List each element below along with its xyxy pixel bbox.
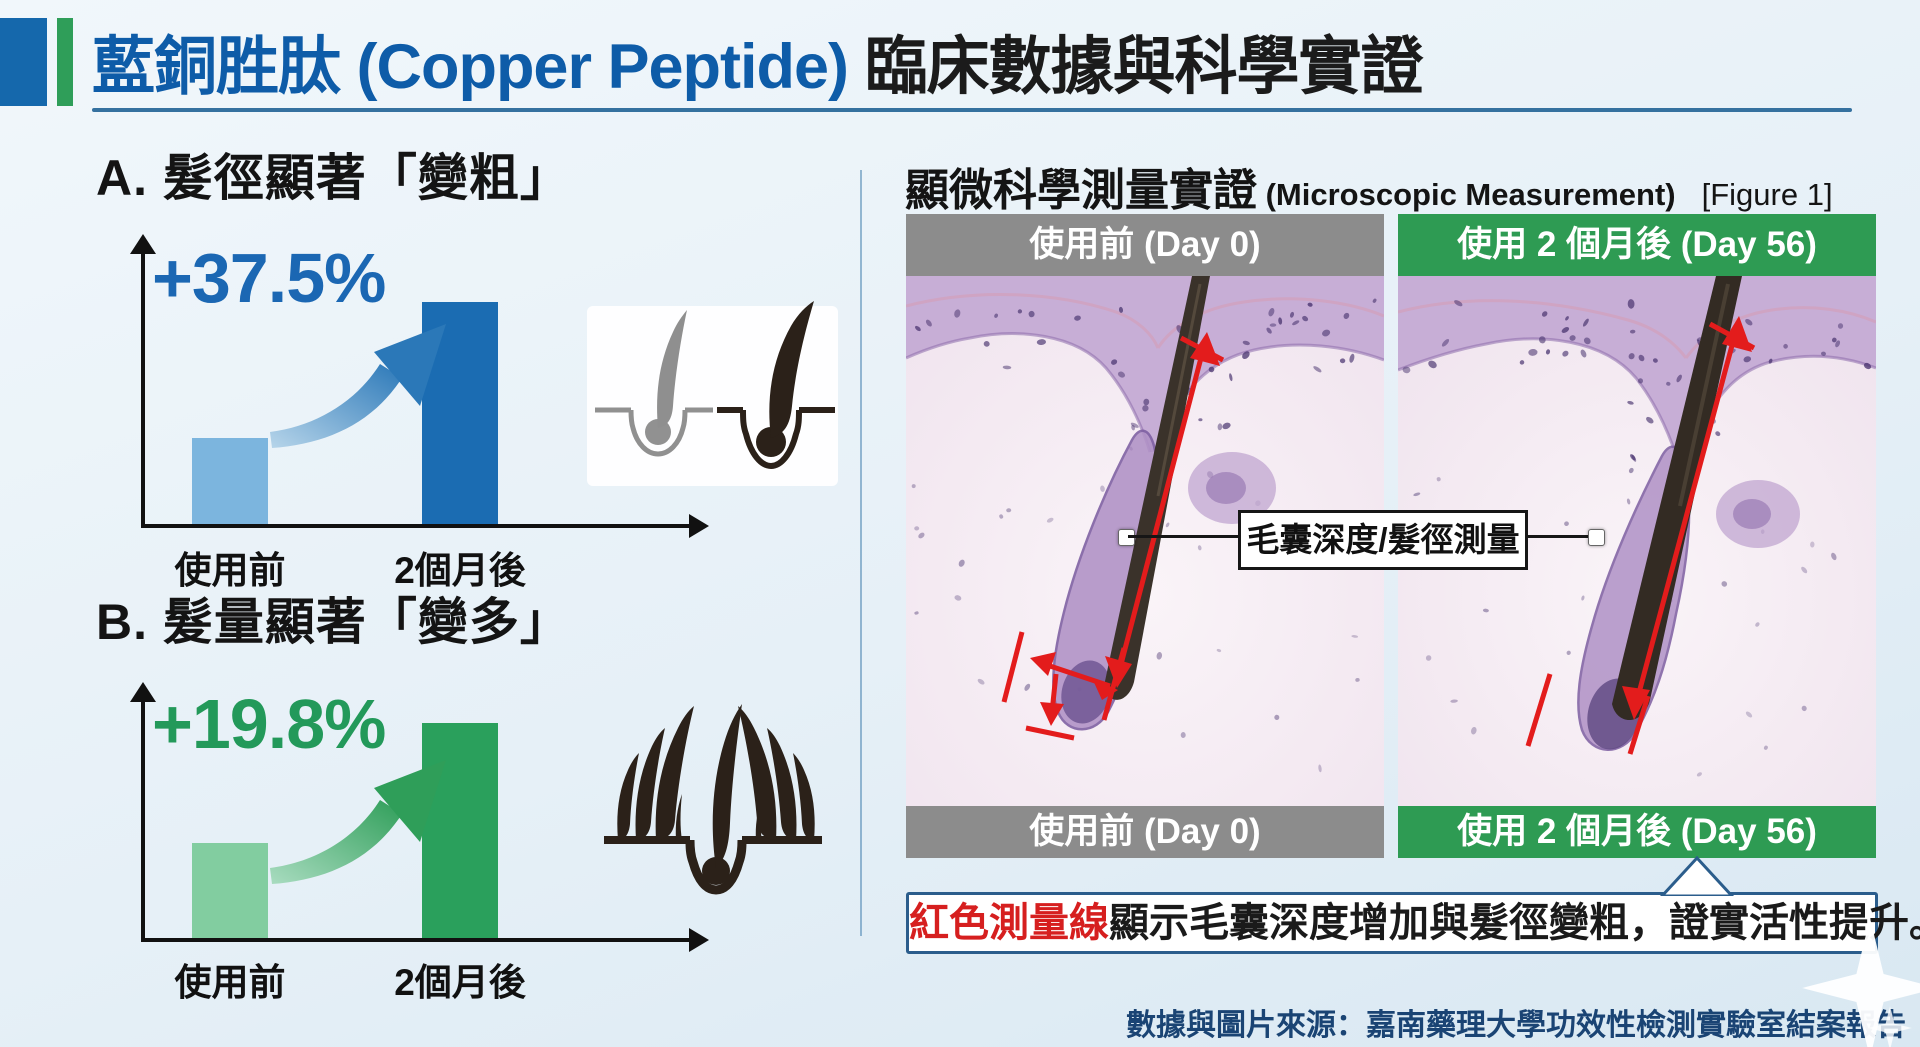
chart-b-x-axis-arrow-icon <box>689 928 709 952</box>
thick-follicle-icon <box>717 301 835 470</box>
measurement-lines-red <box>1525 316 1756 755</box>
panel-before-top-caption: 使用前 (Day 0) <box>906 214 1384 276</box>
chart-b-y-axis <box>141 700 145 942</box>
measure-label: 毛囊深度/髮徑測量 <box>1238 510 1528 570</box>
microscopy-heading-zh: 顯微科學測量實證 <box>905 166 1257 215</box>
hair-tuft-icon <box>604 704 822 895</box>
page-title-black: 臨床數據與科學實證 <box>864 32 1424 102</box>
panel-after-top-caption: 使用 2 個月後 (Day 56) <box>1398 214 1876 276</box>
chart-a-x-axis-arrow-icon <box>689 514 709 538</box>
section-b-heading: B. 髮量顯著「變多」 <box>96 594 571 650</box>
chart-b-y-axis-arrow-icon <box>130 682 156 702</box>
growth-arrow-icon-green <box>270 760 446 884</box>
thin-follicle-icon <box>595 310 713 457</box>
chart-a-x-axis <box>141 524 691 528</box>
microscopy-heading: 顯微科學測量實證 (Microscopic Measurement) [Figur… <box>905 154 1833 218</box>
panel-after-bottom-caption: 使用 2 個月後 (Day 56) <box>1398 806 1876 858</box>
page-title: 藍銅胜肽 (Copper Peptide) 臨床數據與科學實證 <box>92 16 1424 107</box>
chart-b-label-before: 使用前 <box>174 962 286 1003</box>
figure-tag: [Figure 1] <box>1701 177 1833 212</box>
measurement-lines-red <box>1001 332 1225 741</box>
chart-b-label-after: 2個月後 <box>394 962 526 1003</box>
column-divider <box>860 170 862 936</box>
section-a-heading: A. 髮徑顯著「變粗」 <box>96 150 571 206</box>
callout-box: 紅色測量線顯示毛囊深度增加與髮徑變粗，證實活性提升。 <box>906 892 1920 954</box>
follicle-compare-icon <box>587 301 838 486</box>
header-blue-square <box>0 18 47 106</box>
callout-rest-text: 顯示毛囊深度增加與髮徑變粗，證實活性提升。 <box>1109 901 1920 945</box>
chart-a-label-after: 2個月後 <box>394 550 526 591</box>
callout-red-text: 紅色測量線 <box>909 901 1109 945</box>
callout-pointer-icon <box>1660 856 1734 896</box>
chart-a-y-axis <box>141 252 145 528</box>
measure-dot-after <box>1588 529 1605 546</box>
title-underline <box>92 108 1852 112</box>
page-title-blue: 藍銅胜肽 (Copper Peptide) <box>92 32 865 102</box>
chart-b-bar-before <box>192 843 268 938</box>
chart-a-percent: +37.5% <box>152 239 386 317</box>
chart-b-x-axis <box>141 938 691 942</box>
measure-connector-right <box>1522 535 1594 538</box>
panel-before-bottom-caption: 使用前 (Day 0) <box>906 806 1384 858</box>
growth-arrow-icon-blue <box>270 324 446 448</box>
source-note: 數據與圖片來源：嘉南藥理大學功效性檢測實驗室結案報告 <box>1126 1009 1906 1042</box>
chart-a-bar-before <box>192 438 268 524</box>
measure-connector-left <box>1128 535 1242 538</box>
chart-b-percent: +19.8% <box>152 685 386 763</box>
chart-b-bar-after <box>422 723 498 938</box>
header-green-bar <box>57 18 73 106</box>
chart-a-y-axis-arrow-icon <box>130 234 156 254</box>
chart-a-label-before: 使用前 <box>174 550 286 591</box>
microscopy-heading-en: (Microscopic Measurement) <box>1257 177 1676 212</box>
